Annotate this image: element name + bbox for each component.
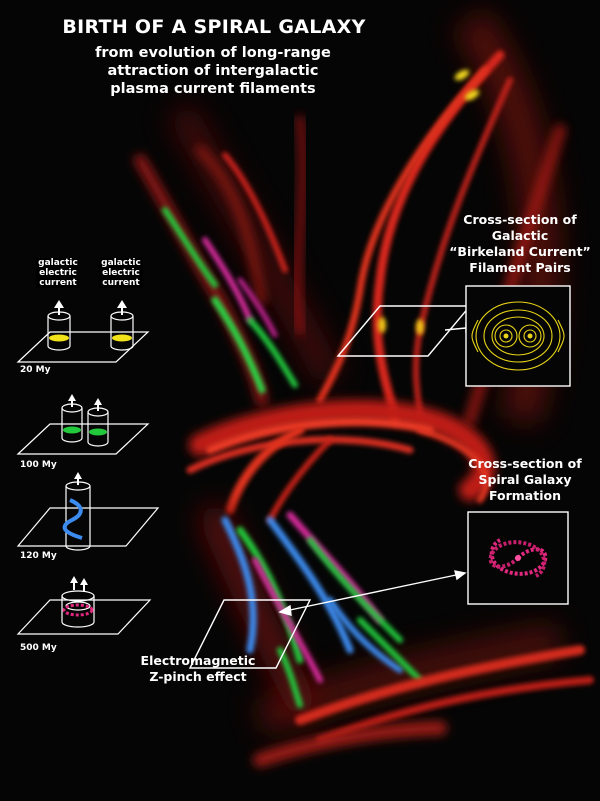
current-label-line: electric xyxy=(36,268,80,278)
stage-label-120my: 120 My xyxy=(20,551,57,561)
callout-line: Formation xyxy=(450,488,600,504)
callout-line: Cross-section of xyxy=(450,456,600,472)
spiral-callout: Cross-section of Spiral Galaxy Formation xyxy=(450,456,600,504)
callout-line: Electromagnetic xyxy=(128,653,268,669)
page-title: BIRTH OF A SPIRAL GALAXY xyxy=(34,16,394,38)
stage-label-500my: 500 My xyxy=(20,643,57,653)
callout-line: Galactic xyxy=(440,228,600,244)
stage-500my-diagram xyxy=(18,576,150,634)
birkeland-inset xyxy=(466,286,570,386)
subtitle-line: plasma current filaments xyxy=(48,80,378,98)
subtitle-line: from evolution of long-range xyxy=(48,44,378,62)
stage-label-100my: 100 My xyxy=(20,460,57,470)
current-label-line: galactic xyxy=(36,258,80,268)
stage-label-20my: 20 My xyxy=(20,365,50,375)
callout-line: Spiral Galaxy xyxy=(450,472,600,488)
stage-20my-diagram xyxy=(18,300,148,362)
callout-line: Filament Pairs xyxy=(440,260,600,276)
stage-100my-diagram xyxy=(18,394,148,454)
current-label-right: galactic electric current xyxy=(99,258,143,288)
central-red-swirl xyxy=(190,411,486,520)
current-label-line: electric xyxy=(99,268,143,278)
birkeland-callout: Cross-section of Galactic “Birkeland Cur… xyxy=(440,212,600,276)
spiral-galaxy-inset xyxy=(468,512,568,604)
current-label-line: current xyxy=(36,278,80,288)
zpinch-callout: Electromagnetic Z-pinch effect xyxy=(128,653,268,685)
stage-120my-diagram xyxy=(18,472,158,550)
callout-line: Z-pinch effect xyxy=(128,669,268,685)
current-label-line: current xyxy=(99,278,143,288)
page-subtitle: from evolution of long-range attraction … xyxy=(48,44,378,98)
current-label-line: galactic xyxy=(99,258,143,268)
subtitle-line: attraction of intergalactic xyxy=(48,62,378,80)
current-label-left: galactic electric current xyxy=(36,258,80,288)
callout-line: “Birkeland Current” xyxy=(440,244,600,260)
callout-line: Cross-section of xyxy=(440,212,600,228)
